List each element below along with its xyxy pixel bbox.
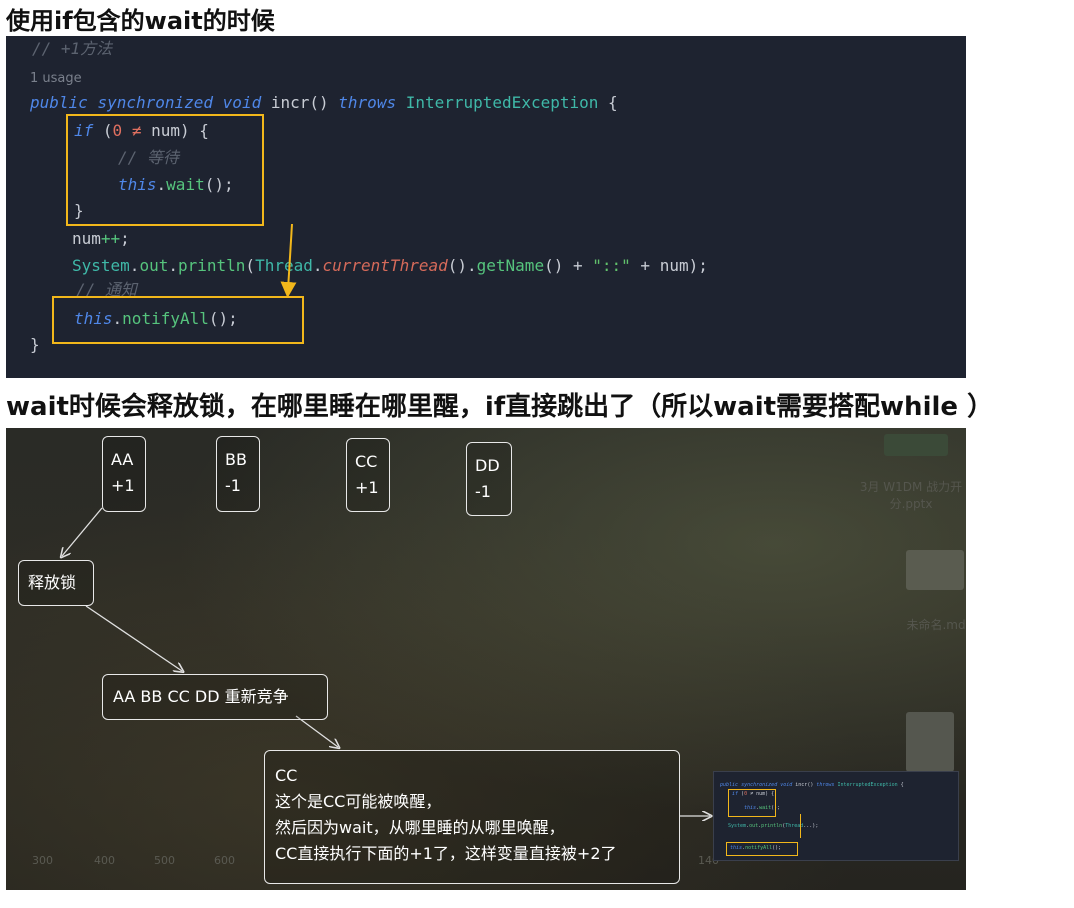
code-screenshot: // +1方法 1 usage public synchronized void… xyxy=(6,36,966,378)
code-thumbnail: public synchronized void incr() throws I… xyxy=(713,771,959,861)
code-line-wait-comment: // 等待 xyxy=(118,148,179,167)
code-line-comment: // +1方法 xyxy=(32,39,113,58)
code-line-notify: this.notifyAll(); xyxy=(74,309,238,328)
background-thumbnail xyxy=(884,434,948,456)
mini-code-line: public synchronized void incr() throws I… xyxy=(720,782,904,788)
flow-diagram: 3月 W1DM 战力开 分.pptx 未命名.md 300 400 500 60… xyxy=(6,428,966,890)
highlight-box-notify xyxy=(52,296,304,344)
mini-code-line: if (0 ≠ num) { xyxy=(732,791,775,797)
ruler-tick: 500 xyxy=(154,854,175,867)
mini-code-line: System.out.println(Thread...); xyxy=(728,823,819,829)
ruler-tick: 600 xyxy=(214,854,235,867)
arrow-notify xyxy=(280,223,297,298)
background-file-label-md: 未命名.md xyxy=(906,618,966,632)
code-line-signature: public synchronized void incr() throws I… xyxy=(30,93,618,112)
code-usage-hint: 1 usage xyxy=(30,71,82,86)
thread-node-dd: DD -1 xyxy=(466,442,512,516)
background-doc-thumbnail xyxy=(906,712,954,772)
mini-code-line: this.notifyAll(); xyxy=(730,845,782,851)
cc-note-node: CC 这个是CC可能被唤醒， 然后因为wait，从哪里睡的从哪里唤醒， CC直接… xyxy=(264,750,680,884)
thread-node-aa: AA +1 xyxy=(102,436,146,512)
release-lock-node: 释放锁 xyxy=(18,560,94,606)
section-title-explanation: wait时候会释放锁，在哪里睡在哪里醒，if直接跳出了（所以wait需要搭配wh… xyxy=(6,392,994,422)
thread-node-cc: CC +1 xyxy=(346,438,390,512)
section-title-if-wait: 使用if包含的wait的时候 xyxy=(6,7,275,35)
recompete-node: AA BB CC DD 重新竞争 xyxy=(102,674,328,720)
ruler-tick: 400 xyxy=(94,854,115,867)
mini-highlight-box xyxy=(728,789,776,817)
diagram-connectors xyxy=(6,507,966,890)
background-file-label: 3月 W1DM 战力开 分.pptx xyxy=(859,480,963,511)
highlight-box-if-wait xyxy=(66,114,264,226)
mini-highlight-box xyxy=(726,842,798,856)
code-line-notify-comment: // 通知 xyxy=(76,280,137,299)
code-line-if-close: } xyxy=(74,201,84,220)
code-line-wait: this.wait(); xyxy=(118,175,234,194)
mini-arrow xyxy=(800,814,801,838)
code-line-increment: num++; xyxy=(72,229,130,248)
ruler-tick: 300 xyxy=(32,854,53,867)
background-image-thumbnail xyxy=(906,550,964,590)
code-line-method-close: } xyxy=(30,335,40,354)
thread-node-bb: BB -1 xyxy=(216,436,260,512)
code-line-if: if (0 ≠ num) { xyxy=(74,121,209,140)
code-line-println: System.out.println(Thread.currentThread(… xyxy=(72,256,708,275)
